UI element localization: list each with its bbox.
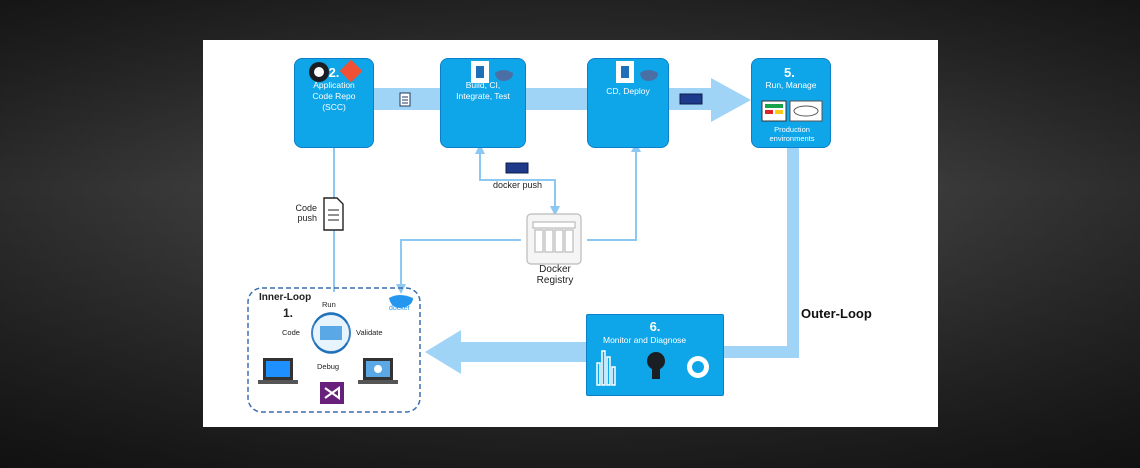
registry-to-inner-loop-line bbox=[400, 239, 521, 288]
inner-loop-number: 1. bbox=[283, 306, 294, 320]
code-push-document-icon bbox=[323, 197, 344, 231]
step-5-run-manage[interactable]: 5. Run, Manage Production environments bbox=[751, 58, 831, 148]
step-4-cd-deploy[interactable]: 4. CD, Deploy bbox=[587, 58, 669, 148]
windows-laptop-icon bbox=[258, 358, 298, 384]
docker-push-image-icon bbox=[505, 162, 529, 174]
step-number: 2. bbox=[328, 65, 340, 80]
step-4-icons bbox=[616, 61, 658, 83]
code-push-line-2: push bbox=[297, 213, 317, 223]
flow-arrow-head bbox=[711, 78, 751, 122]
step-6-monitor[interactable]: 6. Monitor and Diagnose bbox=[586, 314, 724, 396]
code-push-label: Code push bbox=[291, 203, 317, 223]
step-label-line: Integrate, Test bbox=[456, 91, 510, 101]
step-5-icons bbox=[761, 100, 823, 122]
docker-push-label: docker push bbox=[493, 180, 543, 190]
inner-loop-validate: Validate bbox=[356, 328, 383, 337]
docker-whale-icon bbox=[640, 70, 658, 81]
document-icon bbox=[399, 92, 411, 107]
docker-push-line bbox=[479, 152, 556, 210]
inner-loop-docker: docker bbox=[389, 305, 411, 312]
outer-loop-vertical-arrow bbox=[787, 148, 799, 358]
step-label-line: (SCC) bbox=[322, 102, 346, 112]
step-label-line: Build, CI, bbox=[465, 80, 501, 90]
lightbulb-icon bbox=[647, 352, 665, 379]
docker-registry-label: Docker Registry bbox=[534, 264, 576, 286]
step-label-line: Application bbox=[313, 80, 355, 90]
container-image-icon bbox=[679, 93, 703, 105]
docker-whale-icon bbox=[495, 70, 513, 81]
docker-registry-icon bbox=[526, 213, 582, 265]
inner-loop-cycle-icon bbox=[311, 312, 351, 354]
git-icon bbox=[339, 59, 363, 83]
feedback-arrow-shaft bbox=[461, 342, 587, 362]
step-label-line: CD, Deploy bbox=[606, 86, 650, 96]
code-push-line-1: Code bbox=[295, 203, 317, 213]
devops-workflow-diagram: 2. Application Code Repo (SCC) 3. Build,… bbox=[203, 40, 938, 427]
mac-laptop-icon bbox=[358, 358, 398, 384]
server-icon bbox=[789, 100, 823, 122]
outer-loop-horizontal-arrow bbox=[723, 346, 799, 358]
feedback-arrow-head bbox=[425, 330, 461, 374]
docker-registry-line-2: Registry bbox=[536, 275, 574, 286]
outer-loop-label: Outer-Loop bbox=[801, 306, 872, 321]
inner-loop-run: Run bbox=[322, 300, 336, 309]
step-label-line: Run, Manage bbox=[765, 80, 817, 90]
step-label-line: Monitor and Diagnose bbox=[603, 335, 687, 345]
inner-loop-code: Code bbox=[282, 328, 300, 337]
step-2-icons bbox=[309, 59, 363, 83]
inner-loop-title: Inner-Loop bbox=[259, 292, 312, 303]
step-number: 6. bbox=[649, 319, 661, 334]
inner-loop-box bbox=[247, 287, 421, 413]
docker-logo-icon bbox=[389, 295, 413, 308]
production-label-line: Production bbox=[774, 125, 810, 134]
step-label-line: Code Repo bbox=[312, 91, 356, 101]
registry-to-deploy-line bbox=[587, 150, 637, 241]
step-3-icons bbox=[471, 61, 513, 83]
visual-studio-icon bbox=[320, 382, 344, 404]
app-insights-icon bbox=[687, 356, 709, 378]
bar-chart-icon bbox=[596, 350, 616, 386]
production-label-line: environments bbox=[769, 134, 815, 143]
step-number: 5. bbox=[784, 65, 795, 80]
docker-push-arrowhead bbox=[475, 144, 485, 154]
step-3-build-ci[interactable]: 3. Build, CI, Integrate, Test bbox=[440, 58, 526, 148]
step-2-code-repo[interactable]: 2. Application Code Repo (SCC) bbox=[294, 58, 374, 148]
step-6-icons bbox=[596, 350, 709, 386]
docker-registry-line-1: Docker bbox=[539, 264, 571, 275]
inner-loop-debug: Debug bbox=[317, 362, 340, 371]
